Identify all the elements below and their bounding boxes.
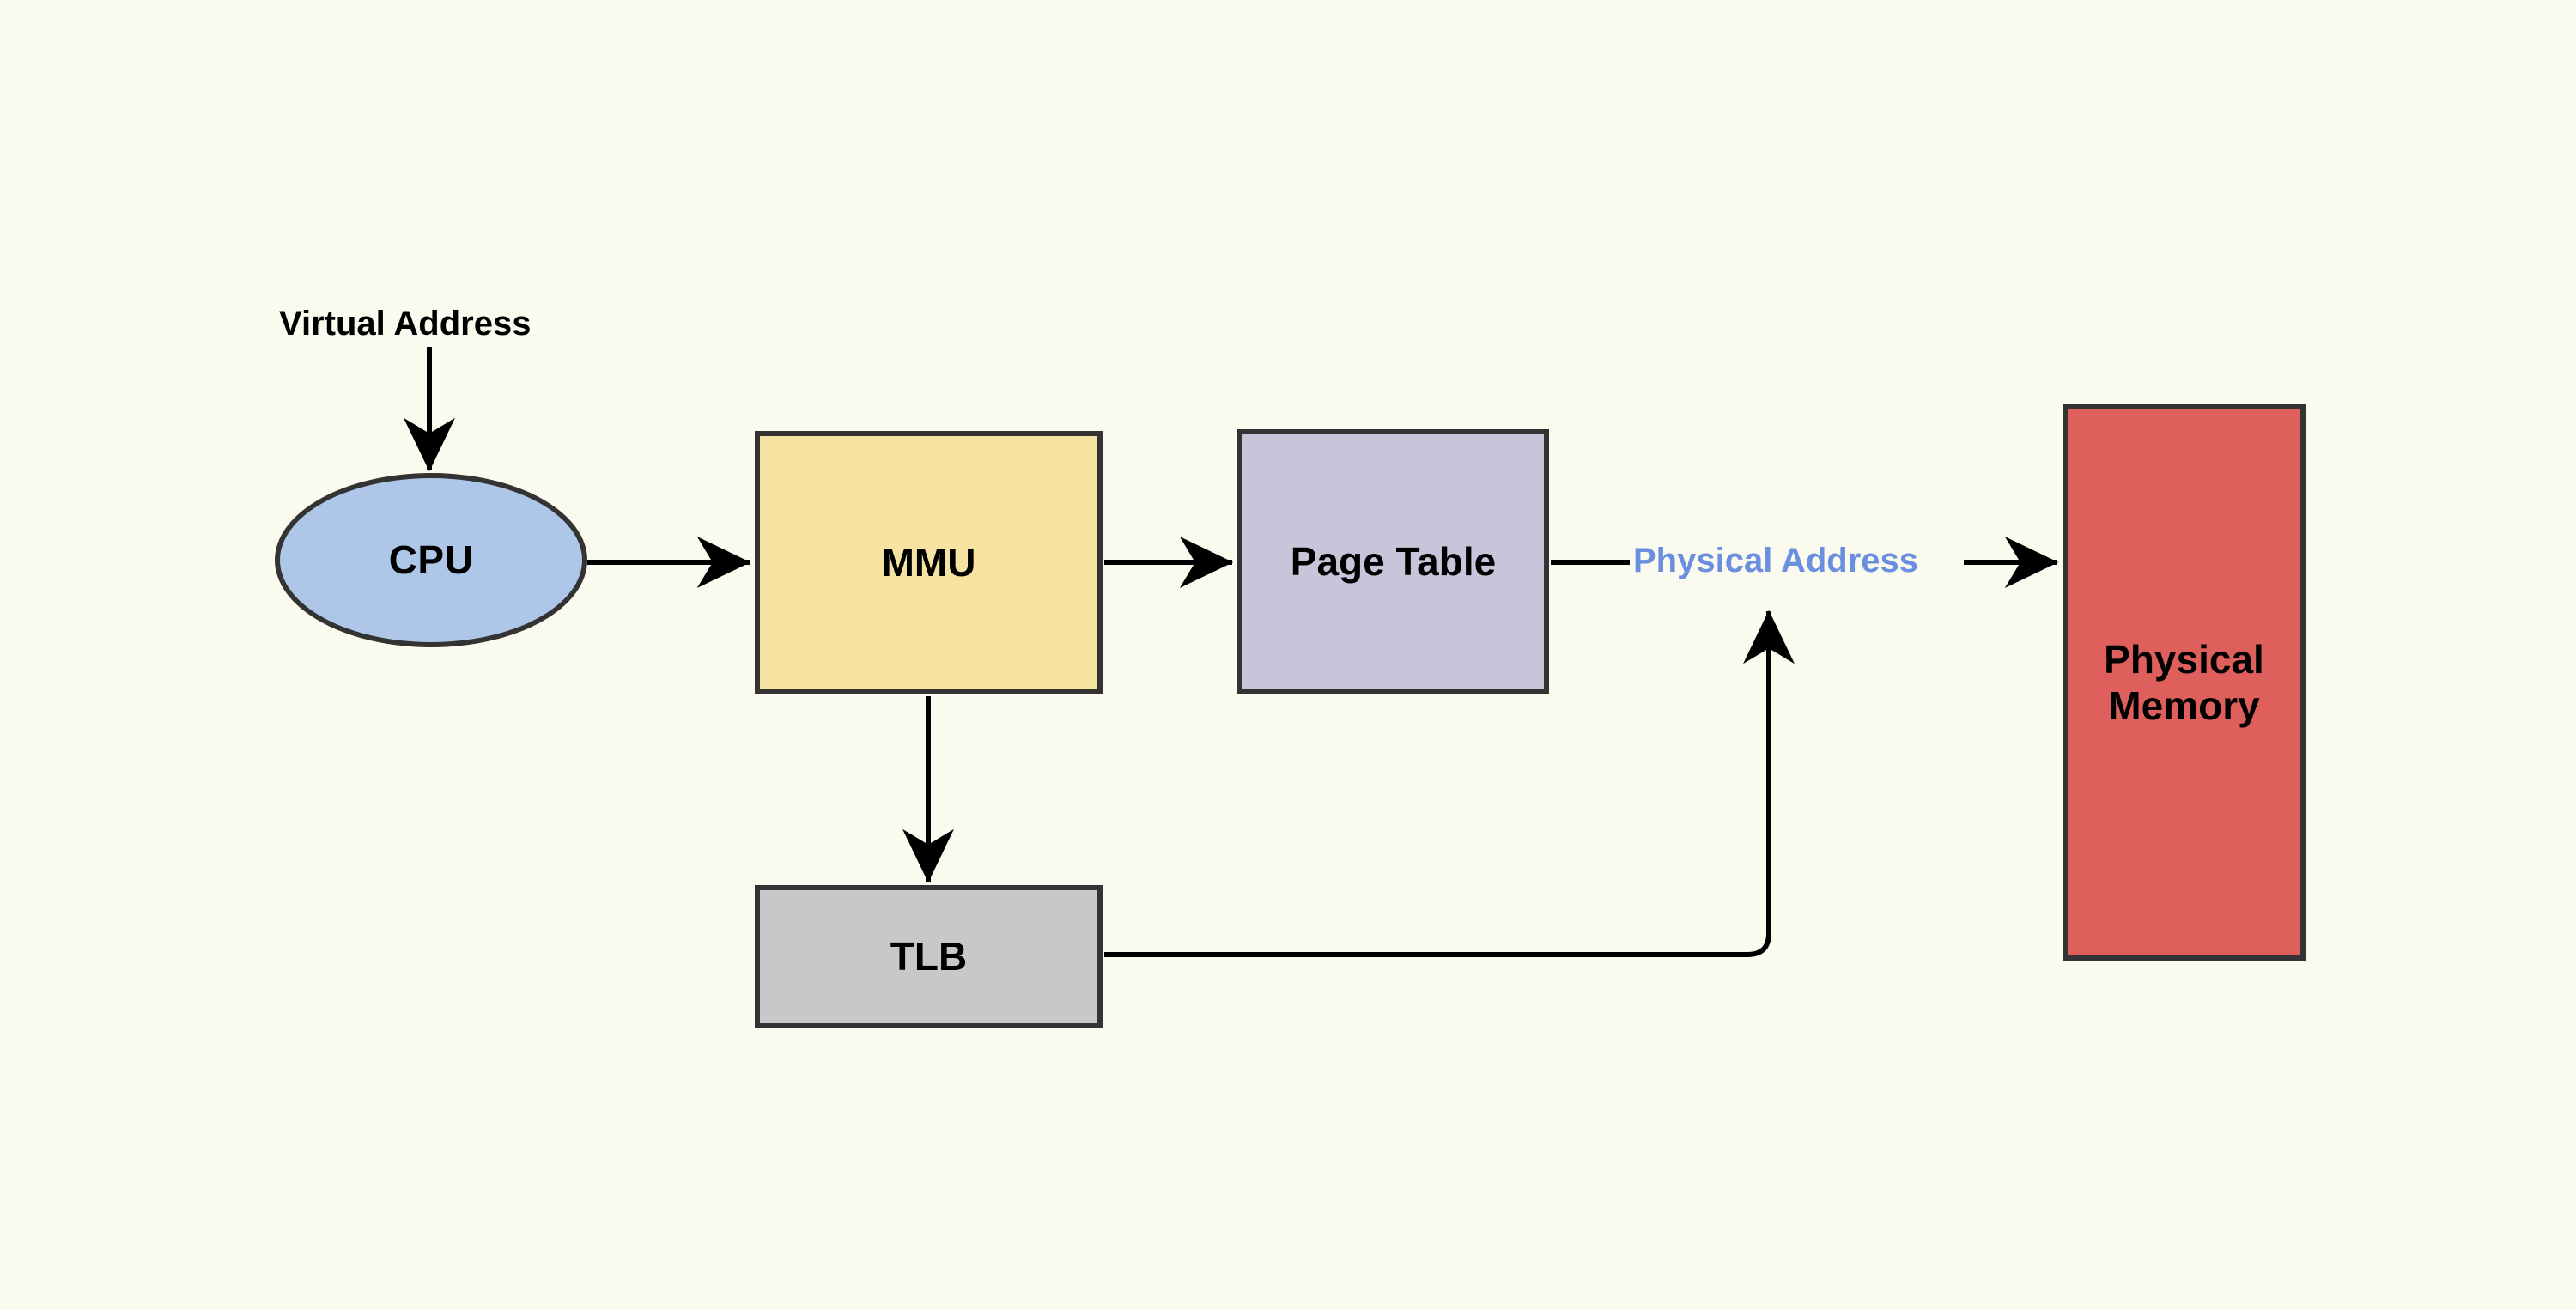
- node-mmu[interactable]: MMU: [755, 431, 1103, 694]
- node-page-table-label: Page Table: [1290, 539, 1497, 585]
- node-page-table[interactable]: Page Table: [1237, 429, 1549, 694]
- node-cpu-label: CPU: [388, 537, 474, 583]
- node-mmu-label: MMU: [881, 540, 976, 585]
- label-physical-address: Physical Address: [1633, 542, 1919, 579]
- node-physical-memory-label-line1: Physical: [2104, 636, 2264, 682]
- node-tlb-label: TLB: [890, 934, 968, 979]
- node-physical-memory-label-line2: Memory: [2108, 683, 2260, 728]
- label-virtual-address: Virtual Address: [279, 305, 532, 343]
- node-physical-memory-label: Physical Memory: [2104, 636, 2264, 730]
- node-physical-memory[interactable]: Physical Memory: [2063, 404, 2306, 961]
- node-cpu[interactable]: CPU: [275, 473, 587, 647]
- node-tlb[interactable]: TLB: [755, 885, 1103, 1028]
